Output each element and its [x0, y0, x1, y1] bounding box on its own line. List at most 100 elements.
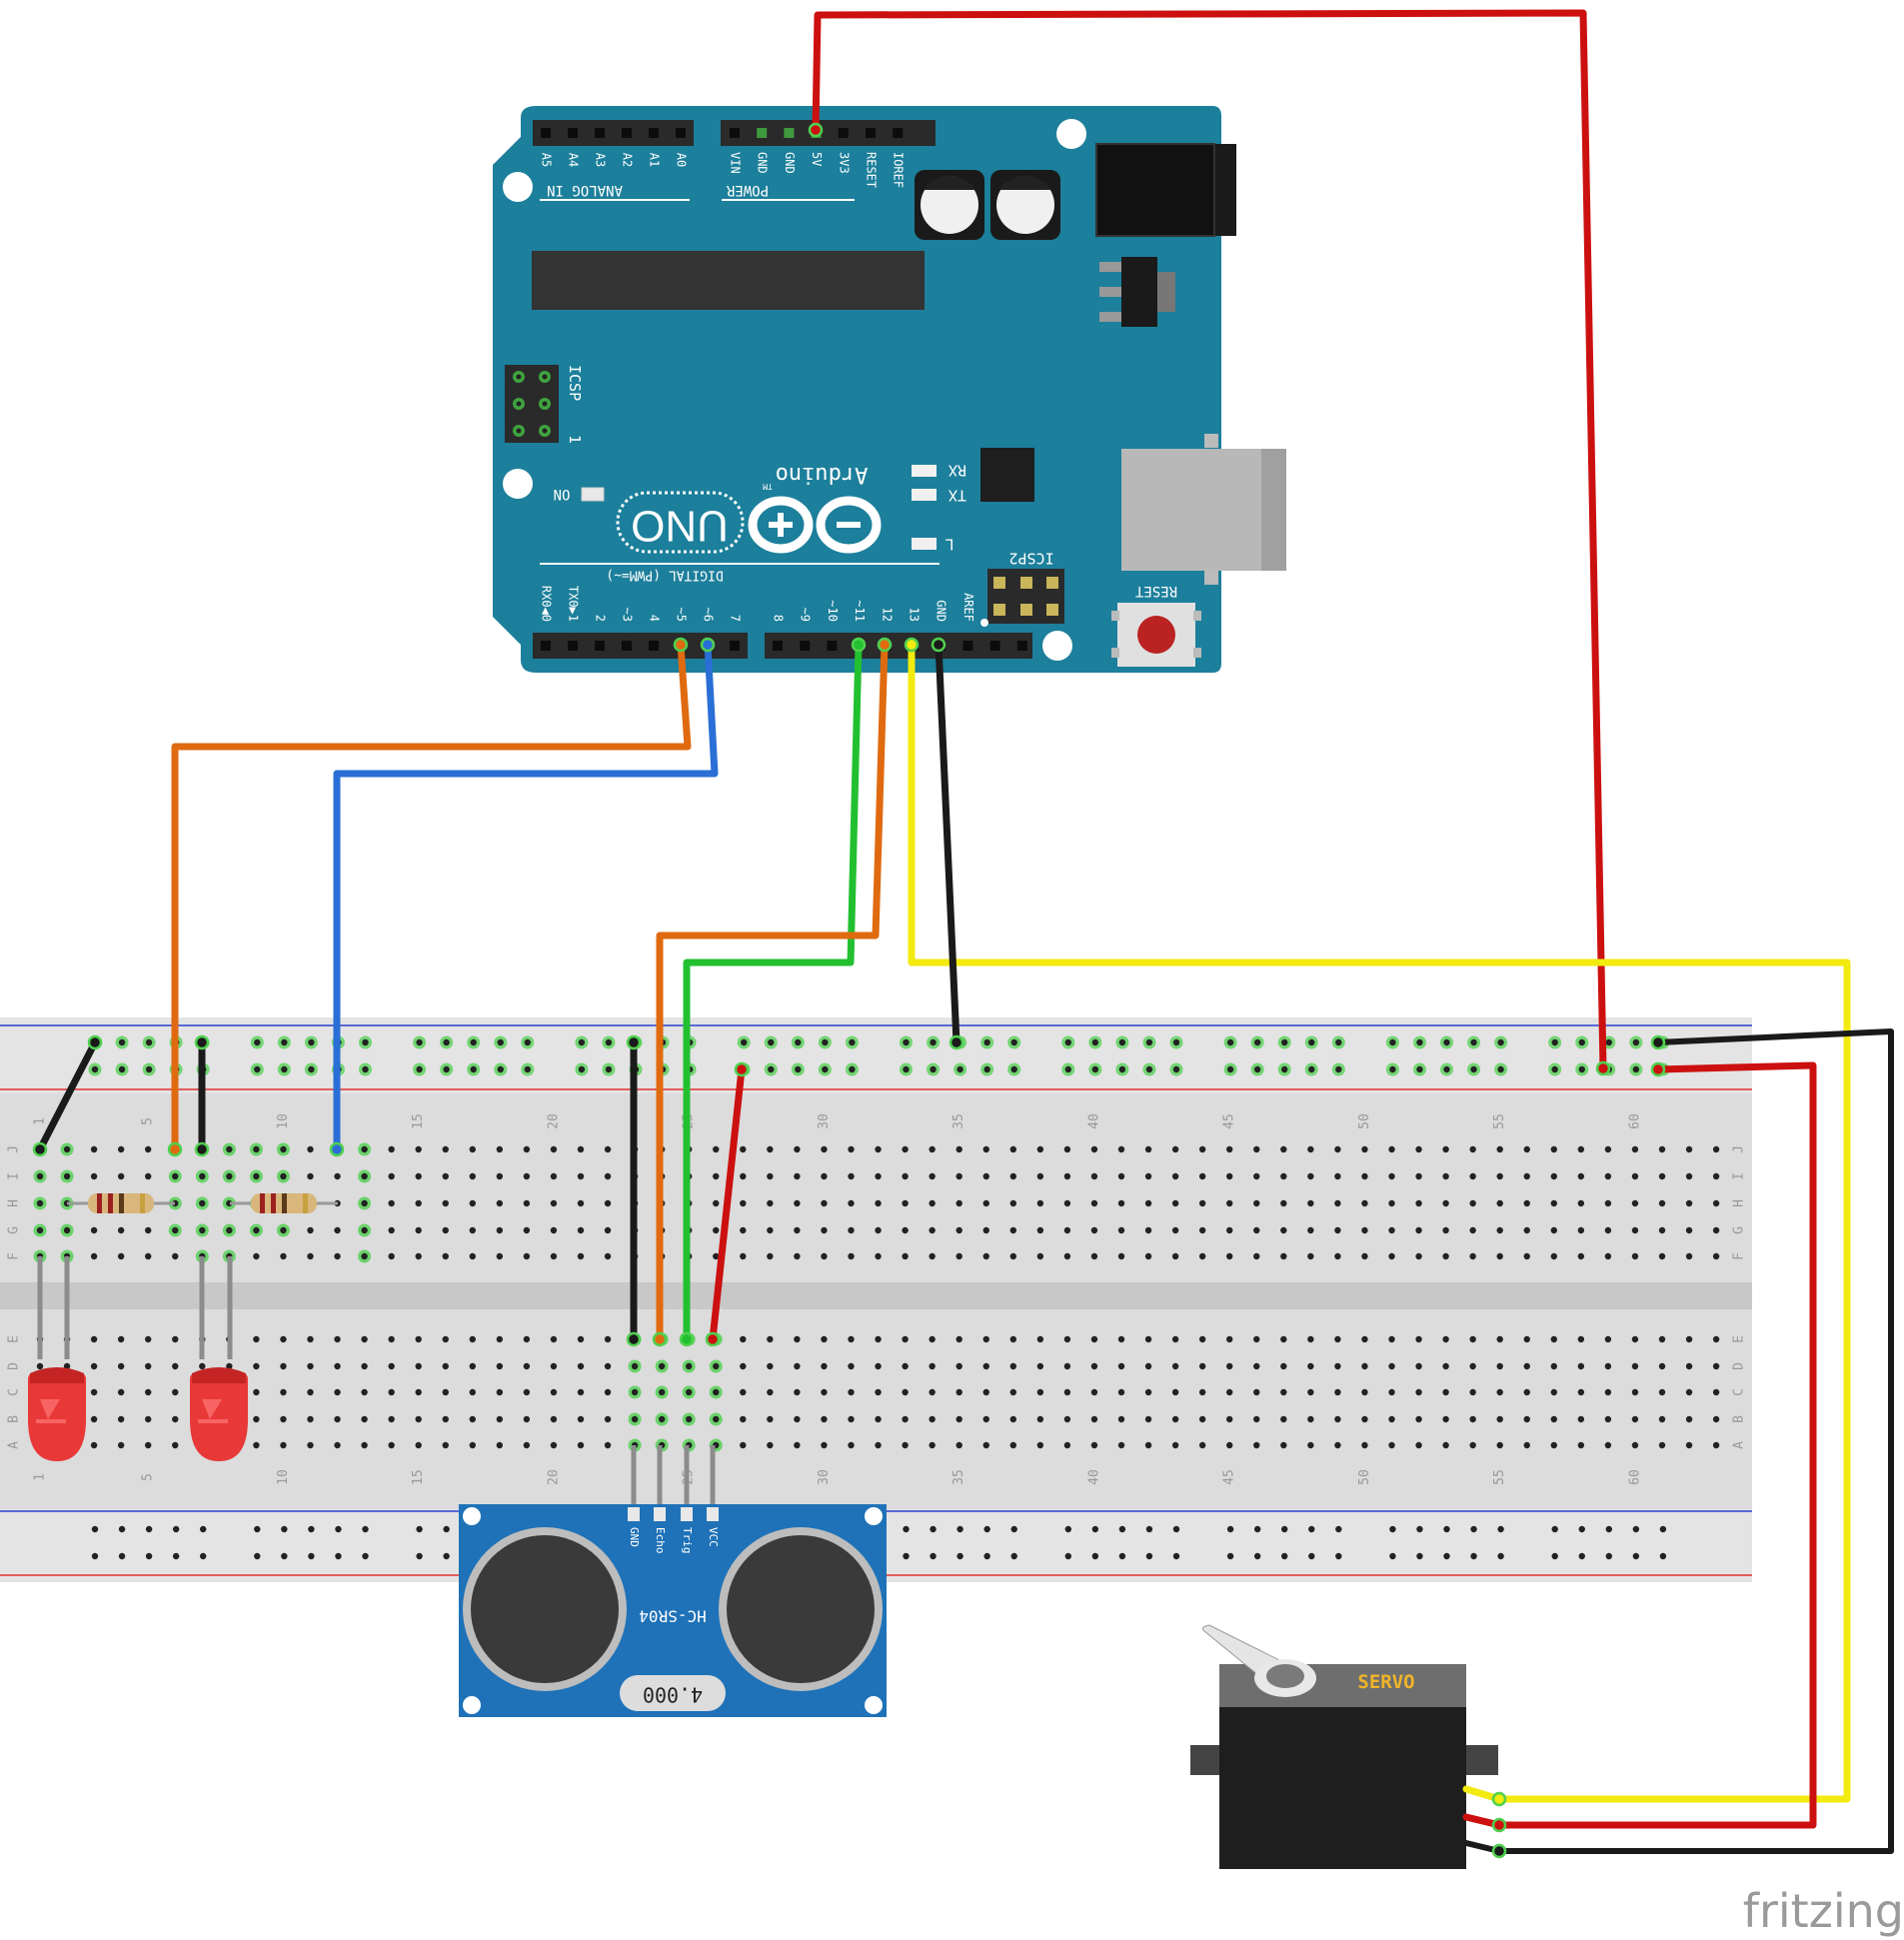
breadboard-hole	[631, 1415, 639, 1423]
breadboard-hole	[63, 1226, 71, 1234]
breadboard-hole	[821, 1172, 828, 1180]
breadboard-hole	[1631, 1388, 1639, 1396]
rail-hole	[281, 1065, 288, 1073]
breadboard-hole	[117, 1335, 125, 1343]
breadboard-hole	[1334, 1388, 1341, 1396]
breadboard-hole	[442, 1145, 449, 1153]
breadboard-hole	[1550, 1252, 1558, 1260]
breadboard-hole	[496, 1252, 504, 1260]
wire-end	[705, 1331, 721, 1347]
breadboard-hole	[280, 1172, 287, 1180]
rail-hole	[1551, 1065, 1558, 1073]
rail-hole	[1605, 1552, 1613, 1560]
breadboard-hole	[1442, 1415, 1449, 1423]
breadboard-hole	[604, 1362, 612, 1370]
breadboard-hole	[1226, 1252, 1233, 1260]
breadboard-hole	[1388, 1145, 1395, 1153]
breadboard-hole	[1171, 1226, 1179, 1234]
icsp-pin-center	[516, 374, 522, 380]
column-number: 45	[1222, 1113, 1237, 1129]
breadboard-hole	[1009, 1252, 1016, 1260]
breadboard-hole	[442, 1388, 449, 1396]
rail-hole	[768, 1038, 775, 1046]
breadboard-hole	[334, 1335, 341, 1343]
breadboard-hole	[253, 1335, 260, 1343]
icsp-pin-center	[542, 428, 548, 434]
breadboard-hole	[713, 1226, 720, 1234]
breadboard-hole	[469, 1441, 476, 1449]
rail-hole	[1064, 1552, 1072, 1560]
top-power-rail	[0, 1017, 1752, 1093]
wire-end	[877, 637, 893, 653]
rail-hole	[930, 1038, 937, 1046]
breadboard-hole	[1442, 1362, 1449, 1370]
row-letter: E	[7, 1335, 22, 1343]
breadboard-hole	[767, 1252, 774, 1260]
column-number: 60	[1627, 1113, 1642, 1129]
icsp-pin-center	[516, 428, 522, 434]
breadboard-hole	[1117, 1362, 1125, 1370]
power-jack-body	[1095, 143, 1215, 237]
breadboard-hole	[550, 1441, 558, 1449]
wire-end	[673, 637, 689, 653]
breadboard-hole	[415, 1145, 422, 1153]
rail-hole	[308, 1038, 315, 1046]
on-led	[581, 487, 605, 502]
breadboard-hole	[550, 1252, 558, 1260]
row-letter: G	[1732, 1226, 1747, 1234]
breadboard-hole	[172, 1388, 179, 1396]
breadboard-hole	[767, 1415, 774, 1423]
breadboard-hole	[604, 1199, 612, 1207]
rail-hole	[1010, 1038, 1017, 1046]
column-number: 10	[276, 1113, 291, 1129]
rail-hole	[1118, 1038, 1126, 1046]
wire-end	[32, 1141, 48, 1157]
breadboard-hole	[117, 1226, 125, 1234]
breadboard-hole	[1388, 1199, 1395, 1207]
column-number: 30	[817, 1113, 832, 1129]
rail-hole	[1145, 1525, 1153, 1533]
rail-hole	[1605, 1525, 1613, 1533]
breadboard-hole	[604, 1252, 612, 1260]
rail-hole	[1226, 1065, 1234, 1073]
breadboard-hole	[90, 1252, 98, 1260]
breadboard-hole	[1171, 1415, 1179, 1423]
usb-chip	[980, 448, 1034, 502]
breadboard-hole	[1280, 1335, 1287, 1343]
breadboard-hole	[794, 1252, 801, 1260]
breadboard-hole	[523, 1415, 531, 1423]
breadboard-hole	[1496, 1441, 1503, 1449]
breadboard-hole	[1253, 1415, 1260, 1423]
breadboard-hole	[1577, 1441, 1585, 1449]
analog-header	[533, 120, 694, 146]
breadboard-hole	[1036, 1362, 1044, 1370]
breadboard-hole	[307, 1145, 314, 1153]
breadboard-hole	[1469, 1145, 1476, 1153]
breadboard-hole	[1415, 1226, 1422, 1234]
breadboard-hole	[280, 1145, 287, 1153]
breadboard-hole	[253, 1388, 260, 1396]
breadboard-hole	[821, 1252, 828, 1260]
breadboard-hole	[577, 1441, 585, 1449]
breadboard-hole	[117, 1441, 125, 1449]
breadboard-hole	[1280, 1199, 1287, 1207]
rail-hole	[118, 1038, 126, 1046]
on-label: ON	[554, 486, 571, 502]
rail-hole	[1578, 1552, 1585, 1560]
analog-pin-label: A2	[621, 153, 635, 167]
breadboard-hole	[1523, 1362, 1530, 1370]
breadboard-hole	[821, 1335, 828, 1343]
rail-hole	[1091, 1525, 1099, 1533]
breadboard-hole	[1712, 1388, 1720, 1396]
breadboard-hole	[631, 1388, 639, 1396]
breadboard-hole	[1496, 1362, 1503, 1370]
digital-pin-label: 4	[648, 615, 662, 622]
breadboard-hole	[1198, 1226, 1206, 1234]
pin-label: 5V	[810, 152, 824, 166]
header-socket	[649, 128, 659, 138]
breadboard-hole	[577, 1226, 585, 1234]
breadboard-hole	[415, 1388, 422, 1396]
breadboard-hole	[713, 1199, 720, 1207]
breadboard-hole	[442, 1199, 449, 1207]
